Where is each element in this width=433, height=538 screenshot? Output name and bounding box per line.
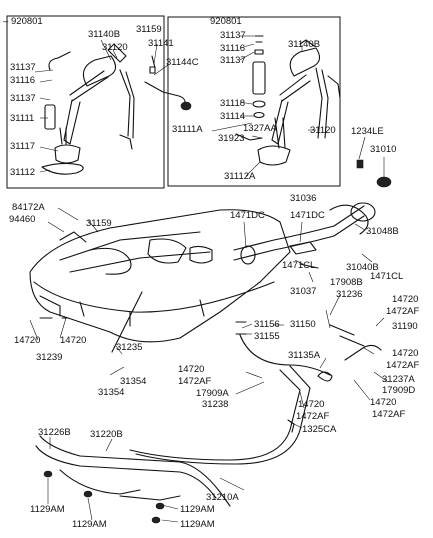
vent-hoses xyxy=(39,263,382,382)
inset-left: 920801 – xyxy=(3,15,199,189)
label-1471CL-a: 1471CL xyxy=(282,260,315,271)
inset-right-label-31137-a: 31137 xyxy=(220,30,246,41)
label-1325CA: 1325CA xyxy=(302,424,337,435)
inset-right-label-1327AA: 1327AA xyxy=(243,123,277,134)
label-14720-c: 14720 xyxy=(392,294,418,305)
label-31037: 31037 xyxy=(290,286,316,297)
fuel-pump-assembly-left xyxy=(41,43,192,175)
inset-right-label-31114: 31114 xyxy=(220,111,245,122)
label-14720-e: 14720 xyxy=(392,348,418,359)
label-1129AM-d: 1129AM xyxy=(180,519,215,530)
inset-right-label-31120: 31120 xyxy=(310,125,336,136)
label-31190: 31190 xyxy=(392,321,418,332)
label-17909D: 17909D xyxy=(382,385,415,396)
label-14720-a: 14720 xyxy=(14,335,40,346)
main-leaders xyxy=(29,136,389,523)
label-31155: 31155 xyxy=(254,331,280,342)
inset-right-label-31923: 31923 xyxy=(218,133,244,144)
inset-left-label-31137-a: 31137 xyxy=(10,62,36,73)
inset-left-label-31141: 31141 xyxy=(148,38,174,49)
label-31236: 31236 xyxy=(336,289,362,300)
label-94460: 94460 xyxy=(9,214,35,225)
label-1472AF-d: 1472AF xyxy=(296,411,329,422)
label-31210A: 31210A xyxy=(206,492,239,503)
label-14720-g: 14720 xyxy=(370,397,396,408)
label-31036: 31036 xyxy=(290,193,316,204)
label-31239: 31239 xyxy=(36,352,62,363)
label-84172A: 84172A xyxy=(12,202,45,213)
inset-left-label-31117: 31117 xyxy=(10,141,35,152)
label-31235: 31235 xyxy=(116,342,142,353)
label-31354-b: 31354 xyxy=(98,387,124,398)
filler-pipe xyxy=(233,202,376,265)
label-31135A: 31135A xyxy=(288,350,321,361)
label-1234LE: 1234LE xyxy=(351,126,384,137)
inset-left-label-31137-b: 31137 xyxy=(10,93,36,104)
label-1129AM-b: 1129AM xyxy=(72,519,107,530)
label-14720-f: 14720 xyxy=(298,399,324,410)
label-1472AF-b: 1472AF xyxy=(178,376,211,387)
inset-left-label-31116: 31116 xyxy=(10,75,35,86)
inset-left-dash: – xyxy=(3,16,9,27)
label-31159: 31159 xyxy=(86,218,112,229)
inset-left-leaders xyxy=(34,39,169,173)
label-1471CL-b: 1471CL xyxy=(370,271,403,282)
label-31040B: 31040B xyxy=(346,262,379,273)
inset-right-label-31116: 31116 xyxy=(220,43,245,54)
label-31156: 31156 xyxy=(254,319,280,330)
label-1472AF-c: 1472AF xyxy=(386,360,419,371)
inset-right-date: 920801 xyxy=(210,16,242,27)
label-31237A: 31237A xyxy=(382,374,415,385)
label-14720-d: 14720 xyxy=(178,364,204,375)
label-31048B: 31048B xyxy=(366,226,399,237)
inset-right-leaders xyxy=(211,35,316,177)
fuel-tank xyxy=(29,209,291,343)
inset-left-date: 920801 xyxy=(11,16,43,27)
inset-right-label-31137-b: 31137 xyxy=(220,55,246,66)
label-31238: 31238 xyxy=(202,399,228,410)
label-17908B: 17908B xyxy=(330,277,363,288)
fuel-pump-assembly-right xyxy=(235,35,341,166)
label-17909A: 17909A xyxy=(196,388,229,399)
inset-right-label-31118: 31118 xyxy=(220,98,245,109)
inset-left-label-31144C: 31144C xyxy=(166,57,199,68)
label-31354-a: 31354 xyxy=(120,376,146,387)
label-1472AF-a: 1472AF xyxy=(386,306,419,317)
label-31150: 31150 xyxy=(290,319,316,330)
inset-right-frame xyxy=(167,16,341,187)
strap-and-crossmember xyxy=(35,365,311,524)
inset-right-label-31111A: 31111A xyxy=(172,124,203,135)
inset-left-label-31111: 31111 xyxy=(10,113,34,124)
inset-right-label-31112A: 31112A xyxy=(224,171,256,182)
inset-left-label-31159: 31159 xyxy=(136,24,162,35)
label-1129AM-a: 1129AM xyxy=(30,504,65,515)
inset-right: 920801 311 xyxy=(167,16,341,187)
main-labels: 1234LE 31010 31036 1471DC 1471DC 84172A … xyxy=(9,126,419,530)
label-1129AM-c: 1129AM xyxy=(180,504,215,515)
inset-left-label-31120: 31120 xyxy=(102,42,128,53)
label-31220B: 31220B xyxy=(90,429,123,440)
inset-left-label-31112: 31112 xyxy=(10,167,35,178)
inset-right-label-31140B: 31140B xyxy=(288,39,320,50)
label-1471DC-a: 1471DC xyxy=(230,210,265,221)
label-1472AF-e: 1472AF xyxy=(372,409,405,420)
inset-left-label-31140B: 31140B xyxy=(88,29,120,40)
label-14720-b: 14720 xyxy=(60,335,86,346)
label-1471DC-b: 1471DC xyxy=(290,210,325,221)
label-31010: 31010 xyxy=(370,144,396,155)
filler-cap-parts xyxy=(356,159,392,188)
inset-left-frame xyxy=(6,15,165,189)
label-31226B: 31226B xyxy=(38,427,71,438)
